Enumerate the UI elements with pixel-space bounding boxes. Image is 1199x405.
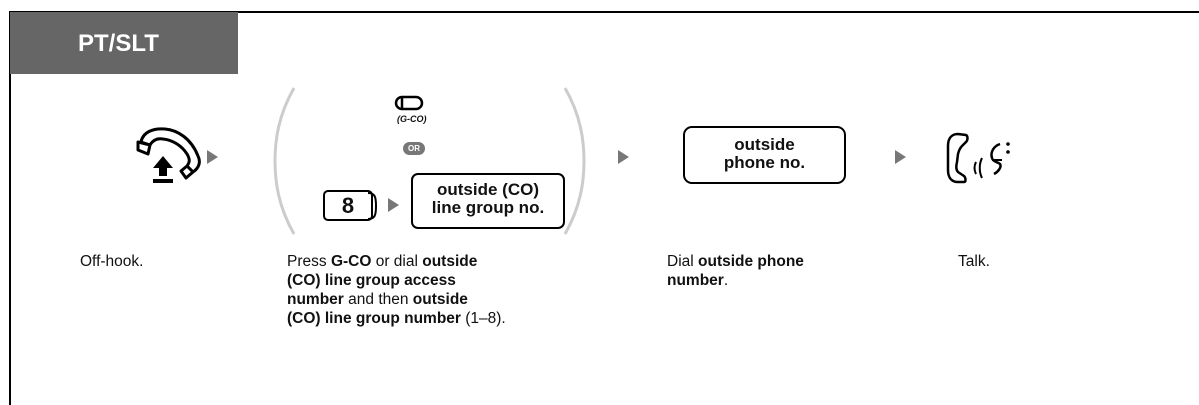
dial-caption: Dial outside phone number.	[667, 252, 887, 290]
page-title: PT/SLT	[10, 12, 238, 74]
caption-bold: number	[667, 272, 724, 289]
offhook-caption: Off-hook.	[80, 253, 144, 270]
caption-text: (1–8).	[460, 310, 506, 327]
access-number-text: 8	[341, 193, 355, 218]
caption-bold: (CO) line group number	[287, 310, 461, 327]
caption-text: or dial	[371, 253, 423, 270]
next-step-arrow	[388, 198, 399, 212]
caption-bold: number	[287, 291, 344, 308]
access-number-key[interactable]: 8	[323, 190, 373, 221]
talk-caption: Talk.	[958, 253, 990, 270]
right-bracket	[563, 87, 586, 235]
outside-phone-number-box: outside phone no.	[683, 126, 846, 184]
caption-bold: outside	[412, 291, 468, 308]
next-step-arrow	[207, 150, 218, 164]
or-badge: OR	[403, 142, 425, 155]
left-bracket	[273, 87, 296, 235]
phone-box-line1: outside	[734, 135, 795, 154]
gco-key-icon[interactable]	[394, 95, 428, 111]
caption-bold: (CO) line group access	[287, 272, 456, 289]
line-group-box-line2: line group no.	[431, 197, 545, 217]
press-caption: Press G-CO or dial outside (CO) line gro…	[287, 252, 617, 328]
caption-text: .	[723, 272, 729, 289]
line-group-box-line1: outside (CO)	[437, 180, 539, 199]
caption-text: and then	[343, 291, 413, 308]
gco-key-label: (G-CO)	[397, 114, 427, 124]
next-step-arrow	[618, 150, 629, 164]
caption-text: Press	[287, 253, 331, 270]
caption-text: Dial	[667, 253, 699, 270]
handset-off-hook-icon	[136, 127, 201, 183]
talking-handset-icon	[946, 132, 1010, 184]
key-right-edge	[367, 192, 378, 220]
caption-bold: G-CO	[330, 253, 372, 270]
phone-box-line2: phone no.	[723, 152, 806, 172]
next-step-arrow	[895, 150, 906, 164]
caption-bold: outside	[422, 253, 478, 270]
caption-bold: outside phone	[698, 253, 804, 270]
page-title-text: PT/SLT	[78, 30, 159, 57]
line-group-number-box: outside (CO) line group no.	[411, 173, 565, 229]
